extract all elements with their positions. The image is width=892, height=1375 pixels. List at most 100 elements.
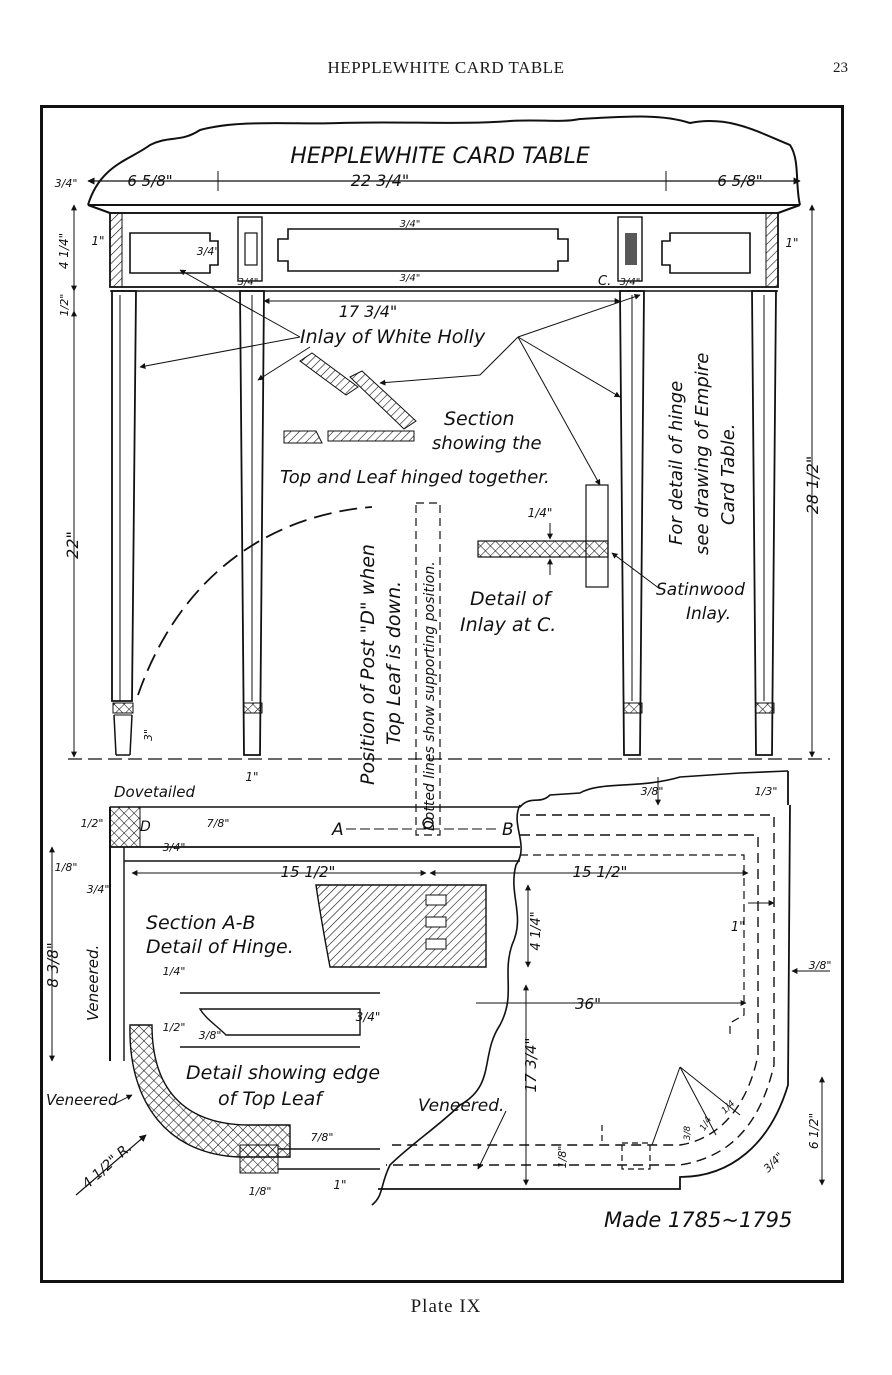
dim-panel-bottom: 3/4" — [400, 273, 421, 284]
post-line-2: Top Leaf is down. — [383, 581, 405, 745]
satinwood-line-2: Inlay. — [686, 604, 731, 624]
label-c: C. — [598, 274, 611, 289]
dim-leg-inlay-right: 3/4" — [620, 277, 641, 288]
dim-leg-foot: 1" — [245, 770, 258, 784]
leg-2 — [239, 290, 265, 756]
apron-panel-center — [277, 228, 569, 272]
dovetail-corner — [109, 806, 141, 848]
hinge-section-block — [315, 884, 487, 968]
dim-leg-height: 22" — [63, 531, 82, 559]
dim-top-width: 22 3/4" — [351, 171, 410, 190]
dim-right-one: 1" — [731, 920, 745, 935]
dim-leaf-edge-quarter: 1/4" — [163, 965, 186, 978]
dim-inlay-strip: 1/4" — [528, 506, 553, 520]
dim-half-width-left: 15 1/2" — [281, 863, 336, 881]
label-b: B — [502, 820, 514, 840]
dim-right-three-eighths-top: 3/8" — [641, 785, 664, 798]
dim-leg-inlay-left: 3/4" — [238, 277, 259, 288]
dim-edge-seven-eighths: 7/8" — [311, 1131, 334, 1144]
label-d: D — [140, 819, 151, 835]
dim-overhang-right: 6 5/8" — [717, 172, 762, 190]
dim-leaf-depth: 17 3/4" — [522, 1038, 540, 1093]
apron-panel-right — [661, 232, 751, 274]
section-line-3: Top and Leaf hinged together. — [280, 467, 550, 488]
dim-apron-inset: 1" — [91, 234, 104, 248]
dim-radius: 4 1/2" R. — [79, 1140, 135, 1193]
dim-corner-three-quarters: 3/4" — [761, 1150, 786, 1175]
table-top-outline — [87, 115, 801, 206]
leaf-outline — [378, 804, 791, 1190]
dim-right-six-half: 6 1/2" — [807, 1113, 821, 1149]
dim-plan-depth: 8 3/8" — [44, 942, 62, 987]
section-line-2: showing the — [432, 433, 542, 454]
drawing-title: HEPPLEWHITE CARD TABLE — [290, 144, 590, 169]
edge-line-2: of Top Leaf — [218, 1088, 325, 1110]
leg-3 — [619, 290, 645, 756]
dim-leaf-edge-three-eighths: 3/8" — [199, 1029, 222, 1042]
dim-inner-span: 17 3/4" — [339, 302, 398, 321]
hinge-note-line-2: see drawing of Empire — [692, 353, 713, 555]
dim-apron-inset-right: 1" — [785, 236, 798, 250]
label-inlay-holly: Inlay of White Holly — [300, 326, 486, 348]
inlay-detail-line-1: Detail of — [470, 588, 554, 610]
section-ab-line-2: Detail of Hinge. — [146, 936, 294, 958]
dim-edge-one: 1" — [333, 1178, 346, 1192]
section-ab-line-1: Section A-B — [146, 912, 256, 934]
inlay-detail-strip — [477, 540, 609, 558]
leg-4 — [751, 290, 777, 756]
leaf-corner-curve — [129, 1024, 291, 1158]
hinged-section-piece-1 — [299, 352, 359, 396]
leaf-dashed-rail-outer — [386, 814, 775, 1166]
section-line-1: Section — [444, 408, 515, 430]
plan-break-line — [371, 804, 522, 1206]
dim-plan-three-quarters: 3/4" — [163, 841, 186, 854]
dim-edge-one-eighth: 1/8" — [249, 1185, 272, 1198]
label-veneered-center: Veneered. — [418, 1096, 504, 1116]
plan-top-edge — [110, 770, 789, 808]
plate-caption: Plate IX — [410, 1296, 482, 1317]
dim-cuff-height: 3" — [142, 729, 155, 741]
dim-top-thickness: 3/4" — [55, 177, 78, 190]
hinge-note-line-3: Card Table. — [718, 423, 739, 525]
plate-border — [40, 105, 844, 1283]
dim-panel-margin: 3/4" — [197, 245, 220, 258]
dim-panel-top: 3/4" — [400, 219, 421, 230]
made-dates: Made 1785~1795 — [604, 1208, 792, 1232]
dim-half-width-right: 15 1/2" — [573, 863, 628, 881]
label-a: A — [331, 820, 344, 840]
edge-line-1: Detail showing edge — [186, 1062, 380, 1084]
dim-overall-width: 36" — [575, 995, 601, 1013]
page-header: HEPPLEWHITE CARD TABLE 23 — [0, 58, 892, 82]
dim-overhang-left: 6 5/8" — [127, 172, 172, 190]
page-number: 23 — [833, 60, 848, 76]
dim-bottom-one-eighth: 1/8" — [556, 1146, 569, 1169]
leg-1 — [111, 290, 137, 702]
leaf-dashed-rail-inner — [392, 834, 759, 1146]
plate-drawing: HEPPLEWHITE CARD TABLE 6 5/8" 22 3/4" 6 … — [40, 105, 844, 1283]
dim-plan-one-eighth: 1/8" — [55, 861, 78, 874]
dim-right-three-eighths: 3/8" — [809, 959, 832, 972]
dim-leaf-edge-half: 1/2" — [163, 1021, 186, 1034]
dim-plan-seven-eighths: 7/8" — [207, 817, 230, 830]
satinwood-line-1: Satinwood — [656, 580, 745, 600]
dim-total-height: 28 1/2" — [803, 456, 822, 515]
hinged-section-piece-2 — [349, 370, 417, 430]
dim-hinge-depth: 4 1/4" — [529, 911, 544, 950]
dim-corner-label-1: 3/8 — [683, 1125, 693, 1140]
dim-plan-top-half: 1/2" — [81, 817, 104, 830]
dim-apron-height: 4 1/4" — [57, 233, 71, 269]
post-line-1: Position of Post "D" when — [357, 544, 379, 785]
post-d-arc — [137, 506, 373, 696]
apron-panel-left — [129, 232, 219, 274]
dotted-note: Dotted lines show supporting position. — [422, 561, 438, 831]
dim-corner-label-2: 1/4 — [698, 1115, 714, 1133]
dim-right-one-third: 1/3" — [755, 785, 778, 798]
dim-plan-three-quarter-left: 3/4" — [87, 883, 110, 896]
running-title: HEPPLEWHITE CARD TABLE — [327, 58, 565, 77]
label-veneered-left2: Veneered — [46, 1091, 118, 1109]
hinge-note-line-1: For detail of hinge — [666, 381, 687, 545]
dim-leaf-edge-three-quarters: 3/4" — [356, 1010, 381, 1024]
inlay-detail-line-2: Inlay at C. — [460, 614, 556, 636]
dim-apron-lower: 1/2" — [58, 294, 71, 317]
label-dovetailed: Dovetailed — [114, 783, 195, 801]
